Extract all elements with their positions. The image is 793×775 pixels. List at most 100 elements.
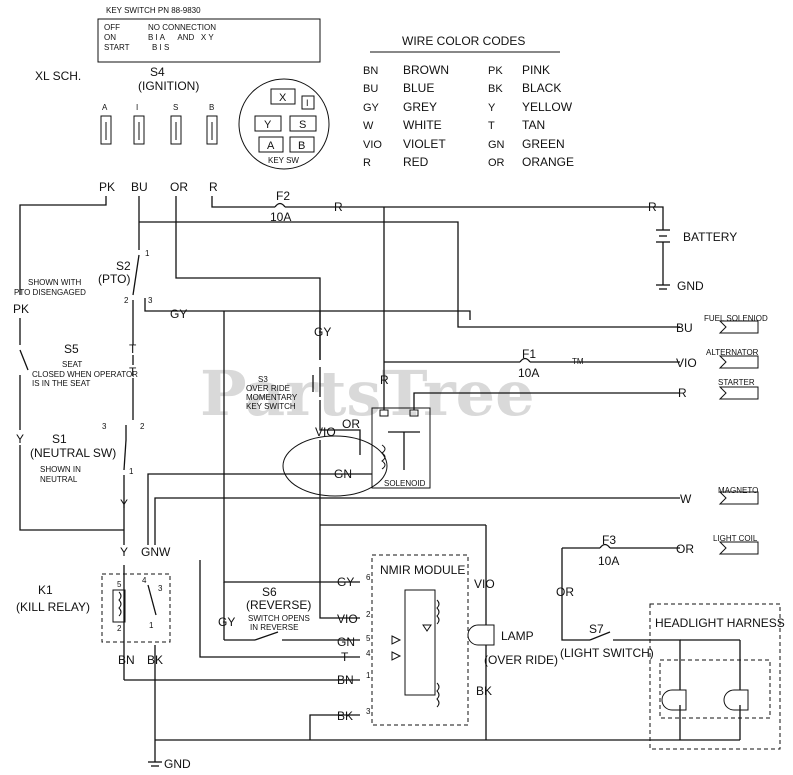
svg-text:GY: GY [337, 575, 354, 589]
svg-text:VIO: VIO [474, 577, 495, 591]
svg-text:GY: GY [170, 307, 187, 321]
svg-text:W: W [363, 120, 374, 132]
svg-text:BN: BN [118, 653, 135, 667]
svg-text:4: 4 [142, 576, 147, 585]
svg-text:SOLENOID: SOLENOID [384, 479, 426, 488]
keyswitch-row-start-pos: START [104, 43, 130, 52]
svg-text:I: I [136, 103, 138, 112]
svg-text:VIO: VIO [337, 612, 358, 626]
svg-text:OR: OR [488, 157, 505, 169]
svg-text:FUEL SOLENIOD: FUEL SOLENIOD [704, 314, 768, 323]
svg-text:(REVERSE): (REVERSE) [246, 598, 311, 612]
svg-text:2: 2 [366, 610, 371, 619]
svg-text:VIOLET: VIOLET [403, 137, 446, 151]
svg-text:T: T [341, 650, 349, 664]
keyswitch-row-start-conn: B I S [152, 43, 169, 52]
svg-text:2: 2 [117, 624, 122, 633]
svg-text:3: 3 [366, 707, 371, 716]
svg-text:R: R [380, 373, 389, 387]
svg-text:VIO: VIO [315, 425, 336, 439]
svg-text:BK: BK [476, 684, 492, 698]
svg-text:(KILL RELAY): (KILL RELAY) [16, 600, 90, 614]
svg-text:HEADLIGHT HARNESS: HEADLIGHT HARNESS [655, 616, 785, 630]
wire-or-label: OR [170, 180, 188, 194]
keyswitch-row-on-pos: ON [104, 33, 116, 42]
svg-text:BU: BU [676, 321, 693, 335]
svg-text:4: 4 [366, 649, 371, 658]
svg-text:IS IN THE SEAT: IS IN THE SEAT [32, 379, 90, 388]
svg-text:PINK: PINK [522, 63, 550, 77]
svg-text:I: I [306, 98, 309, 108]
svg-text:S1: S1 [52, 432, 67, 446]
color-code-gn: GN GREEN [488, 137, 565, 151]
svg-text:F3: F3 [602, 533, 616, 547]
svg-text:T: T [129, 365, 137, 379]
svg-text:BK: BK [147, 653, 163, 667]
svg-text:2: 2 [124, 296, 129, 305]
solenoid [282, 407, 431, 497]
keyswitch-row-off-conn: NO CONNECTION [148, 23, 216, 32]
svg-text:SEAT: SEAT [62, 360, 82, 369]
wire-r-label: R [209, 180, 218, 194]
svg-text:GY: GY [218, 615, 235, 629]
svg-text:BN: BN [337, 673, 354, 687]
ignition-terminals: A I S B [100, 103, 218, 145]
svg-text:GY: GY [363, 102, 380, 114]
schematic-labels: F2 10A R R BATTERY GND S2 (PTO) SHOWN WI… [13, 189, 785, 771]
svg-text:LAMP: LAMP [501, 629, 534, 643]
svg-text:NMIR MODULE: NMIR MODULE [380, 563, 465, 577]
svg-text:T: T [488, 120, 495, 132]
svg-text:Y: Y [16, 432, 24, 446]
svg-text:IN REVERSE: IN REVERSE [250, 623, 298, 632]
svg-text:(PTO): (PTO) [98, 272, 130, 286]
svg-text:R: R [334, 200, 343, 214]
svg-text:B: B [298, 140, 305, 152]
headlight-harness [649, 603, 781, 750]
svg-text:Y: Y [120, 497, 128, 511]
svg-text:A: A [102, 103, 108, 112]
svg-text:PK: PK [13, 302, 29, 316]
svg-text:GNW: GNW [141, 545, 171, 559]
svg-text:OR: OR [342, 417, 360, 431]
svg-text:(OVER RIDE): (OVER RIDE) [484, 653, 558, 667]
svg-text:6: 6 [366, 573, 371, 582]
svg-text:KEY SW: KEY SW [268, 156, 299, 165]
svg-text:OR: OR [556, 585, 574, 599]
key-switch-info-box: KEY SWITCH PN 88-9830 OFF NO CONNECTION … [97, 6, 321, 63]
svg-text:S3: S3 [258, 375, 268, 384]
svg-text:R: R [363, 157, 371, 169]
svg-text:GREY: GREY [403, 100, 437, 114]
keyswitch-title: KEY SWITCH PN 88-9830 [106, 6, 201, 15]
svg-text:GY: GY [314, 325, 331, 339]
svg-text:Y: Y [488, 102, 496, 114]
svg-text:GND: GND [677, 279, 704, 293]
svg-text:CLOSED WHEN OPERATOR: CLOSED WHEN OPERATOR [32, 370, 138, 379]
svg-text:BK: BK [488, 83, 503, 95]
output-connectors [718, 320, 759, 555]
svg-text:SWITCH OPENS: SWITCH OPENS [248, 614, 310, 623]
svg-text:B: B [209, 103, 214, 112]
svg-text:LIGHT COIL: LIGHT COIL [713, 534, 758, 543]
svg-text:K1: K1 [38, 583, 53, 597]
kill-relay [101, 573, 171, 643]
svg-text:Y: Y [120, 545, 128, 559]
svg-text:1: 1 [129, 467, 134, 476]
svg-text:ALTERNATOR: ALTERNATOR [706, 348, 759, 357]
svg-text:OVER RIDE: OVER RIDE [246, 384, 290, 393]
svg-text:GREEN: GREEN [522, 137, 565, 151]
svg-text:GN: GN [488, 139, 505, 151]
s4-title: S4 [150, 65, 165, 79]
svg-text:1: 1 [149, 621, 154, 630]
svg-text:OR: OR [676, 542, 694, 556]
svg-text:F1: F1 [522, 347, 536, 361]
svg-text:NEUTRAL: NEUTRAL [40, 475, 78, 484]
override-lamp [467, 624, 495, 646]
svg-text:R: R [648, 200, 657, 214]
